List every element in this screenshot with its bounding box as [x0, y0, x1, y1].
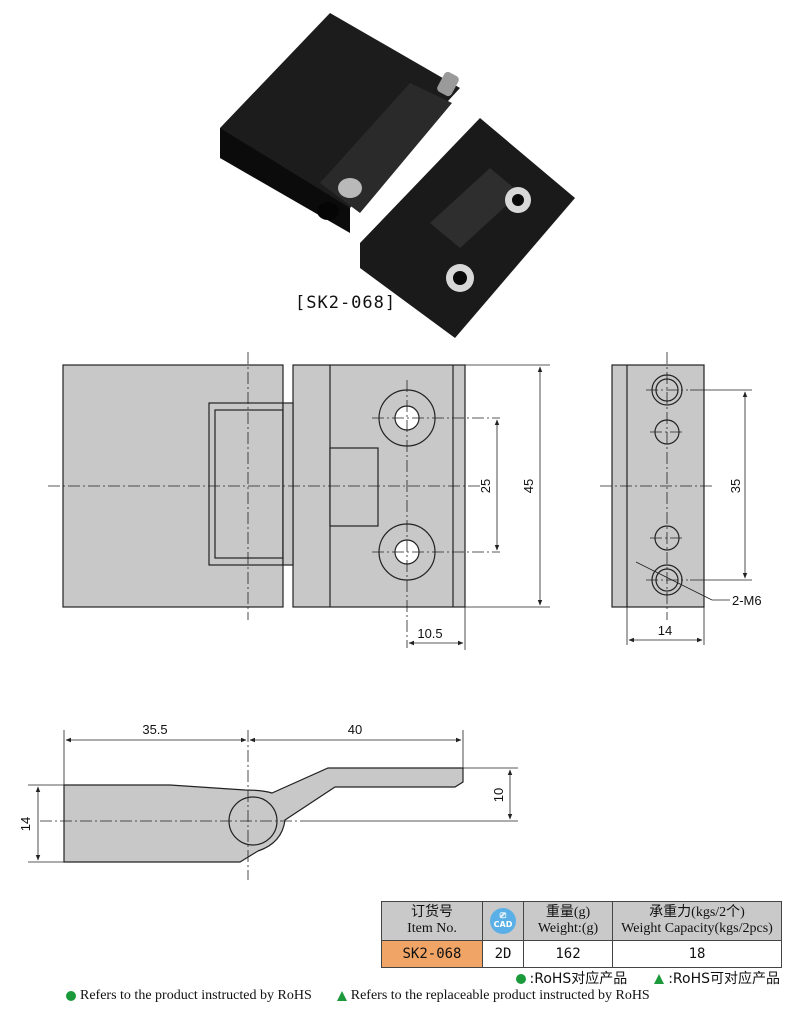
- dim-front-offset: 10.5: [417, 626, 442, 641]
- side-dimensions: [626, 389, 752, 645]
- top-centerlines: [40, 730, 300, 880]
- cell-capacity: 18: [612, 940, 782, 968]
- front-dimensions: [408, 364, 550, 650]
- header-cad: ⎚CAD: [482, 901, 524, 941]
- front-centerlines: [48, 352, 500, 648]
- dim-top-right-length: 40: [348, 722, 362, 737]
- cell-item: SK2-068: [381, 940, 483, 968]
- dim-front-hole-spacing: 25: [478, 479, 493, 493]
- header-weight: 重量(g) Weight:(g): [523, 901, 613, 941]
- legend-en: Refers to the product instructed by RoHS…: [66, 988, 650, 1004]
- side-centerlines: [600, 352, 715, 620]
- dim-top-offset: 10: [491, 788, 506, 802]
- legend-cn: :RoHS对应产品 :RoHS可对应产品: [515, 968, 780, 988]
- rohs-dot-icon: [515, 974, 526, 984]
- dim-side-width: 14: [658, 623, 672, 638]
- header-capacity: 承重力(kgs/2个) Weight Capacity(kgs/2pcs): [612, 901, 782, 941]
- dim-front-height: 45: [521, 479, 536, 493]
- spec-table: 订货号 Item No. ⎚CAD 重量(g) Weight:(g) 承重力(k…: [381, 901, 782, 968]
- cad-icon: ⎚CAD: [490, 908, 516, 934]
- product-photo: [220, 13, 575, 338]
- model-label: [SK2-068]: [295, 293, 397, 313]
- rohs-triangle-icon: [336, 990, 347, 1001]
- dim-side-hole-spacing: 35: [728, 479, 743, 493]
- cell-weight: 162: [523, 940, 613, 968]
- cell-cad[interactable]: 2D: [482, 940, 524, 968]
- dim-top-height: 14: [18, 817, 33, 831]
- header-item: 订货号 Item No.: [381, 901, 483, 941]
- top-view: [63, 767, 464, 863]
- dim-top-left-length: 35.5: [142, 722, 167, 737]
- dim-side-thread: 2-M6: [732, 593, 762, 608]
- top-dimensions: [28, 730, 518, 863]
- photo-left-leaf: [220, 13, 460, 208]
- rohs-triangle-icon: [654, 974, 665, 984]
- rohs-dot-icon: [66, 990, 76, 1001]
